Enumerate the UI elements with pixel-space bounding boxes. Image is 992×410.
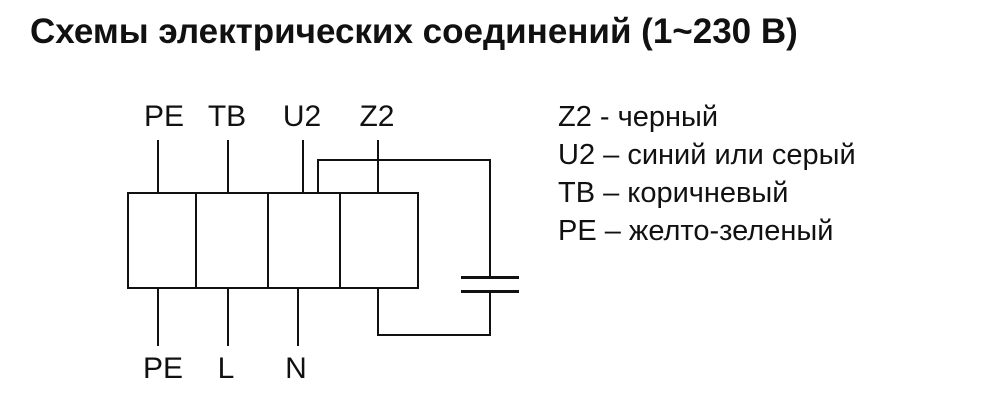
terminal-label-tb-top: TB bbox=[207, 100, 247, 133]
terminal-block bbox=[127, 192, 419, 289]
wire-color-legend: Z2 - черный U2 – синий или серый TB – ко… bbox=[558, 98, 856, 250]
page-title: Схемы электрических соединений (1~230 В) bbox=[30, 12, 798, 51]
capacitor-icon bbox=[461, 276, 519, 293]
capacitor-wire-top bbox=[317, 159, 491, 277]
legend-item-pe: PE – желто-зеленый bbox=[558, 215, 834, 247]
mains-wires-bottom bbox=[157, 288, 299, 346]
terminal-label-u2-top: U2 bbox=[282, 100, 322, 133]
legend-item-u2: U2 – синий или серый bbox=[558, 139, 856, 171]
terminal-label-l-bottom: L bbox=[217, 352, 235, 385]
capacitor-wire-bottom bbox=[377, 288, 491, 336]
terminal-block-dividers bbox=[195, 193, 341, 288]
legend-item-tb: TB – коричневый bbox=[558, 177, 789, 209]
legend-item-z2: Z2 - черный bbox=[558, 101, 719, 133]
terminal-label-z2-top: Z2 bbox=[359, 100, 395, 133]
terminal-label-pe-top: PE bbox=[143, 100, 185, 133]
terminal-label-n-bottom: N bbox=[285, 352, 307, 385]
motor-wires-top bbox=[157, 140, 379, 193]
terminal-label-pe-bottom: PE bbox=[142, 352, 184, 385]
